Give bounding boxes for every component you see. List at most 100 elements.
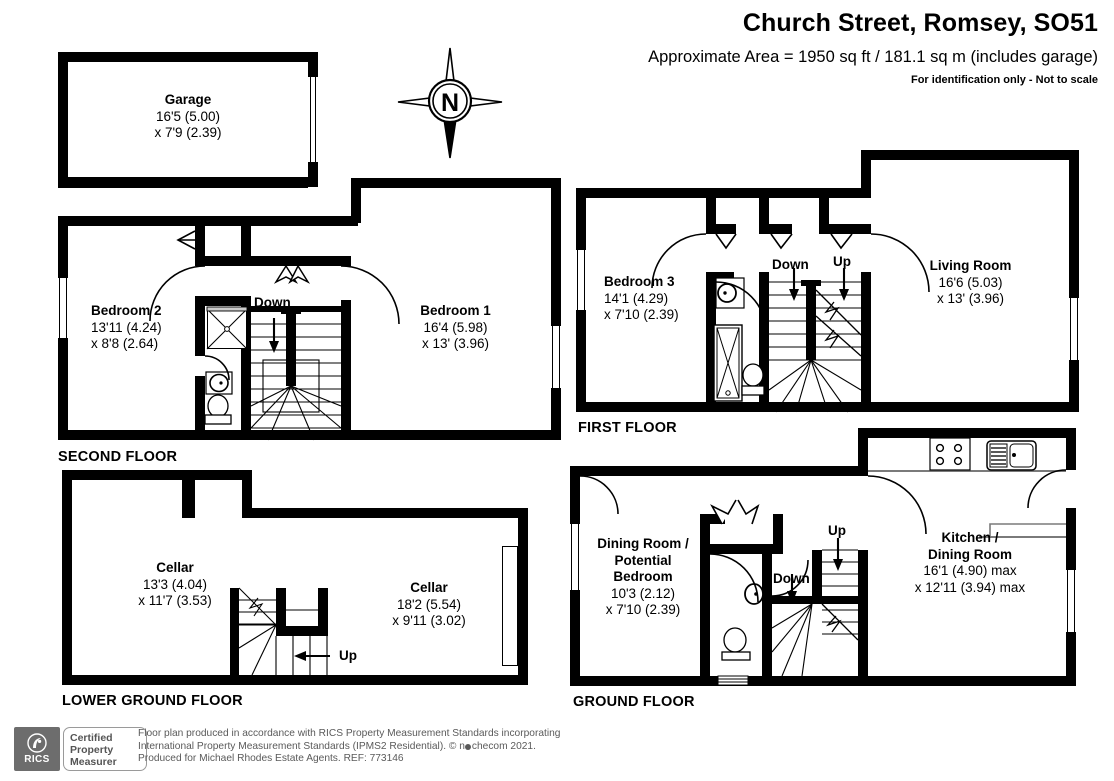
compass-north-label: N [441, 89, 459, 117]
second-floor-label: SECOND FLOOR [58, 449, 178, 465]
gf-stair-spine [812, 550, 822, 602]
sf-wall-top-left-strip [58, 178, 308, 188]
sf-partition-stair-right [341, 310, 351, 430]
room-bedroom-1-dim2: x 13' (3.96) [421, 336, 490, 351]
room-cellar-1-dim2: x 11'7 (3.53) [138, 593, 212, 608]
lgf-wall-top-left [62, 470, 252, 480]
room-cellar-1-dim1: 13'3 (4.04) [142, 576, 208, 592]
ground-floor-down-label: Down [773, 571, 810, 586]
garage-wall-right-lower [308, 162, 318, 187]
room-kitchen-dim1: 16'1 (4.90) max [923, 563, 1017, 578]
rics-logo: RICS [14, 727, 60, 771]
first-floor-up-label: Up [833, 254, 851, 269]
ff-wall-right-b [1069, 360, 1079, 412]
certified-line-3: Measurer [70, 756, 117, 769]
compass-rose: N [396, 46, 504, 160]
room-dining-name2: Potential [614, 552, 672, 568]
gf-window-right [1067, 570, 1075, 632]
first-floor-plan: Down Up Bedroom 3 14'1 (4.29) x 7'10 (2.… [576, 150, 1079, 413]
room-garage: Garage 16'5 (5.00) x 7'9 (2.39) [118, 92, 258, 142]
ff-partition-bath-left [706, 272, 716, 402]
gf-kitchen-counter-line2 [979, 536, 1066, 538]
sf-partition-stair-head [251, 306, 351, 312]
sf-partition-bath-right [241, 296, 251, 430]
garage-wall-left [58, 52, 68, 187]
room-living-dim2: x 13' (3.96) [936, 291, 1005, 306]
ff-partition-bath-right [759, 272, 769, 402]
certified-line-2: Property [70, 744, 114, 757]
gf-window-left [571, 524, 579, 590]
gf-wall-right-c [1066, 632, 1076, 686]
gf-wall-right-a [1066, 428, 1076, 470]
sf-wall-right-b [551, 388, 561, 440]
second-floor-down-label: Down [254, 295, 291, 310]
ff-stair-spine [806, 282, 816, 360]
gf-wall-top-left [570, 466, 868, 476]
rics-emblem-icon [27, 733, 47, 753]
ff-cupboard-row-base-d [852, 224, 871, 234]
sf-wall-upper-left [58, 216, 358, 226]
gf-wall-step-vert [858, 428, 868, 473]
footer-line-3: Produced for Michael Rhodes Estate Agent… [138, 753, 404, 765]
ff-wall-top-left [576, 188, 871, 198]
footer-nichecom: checom 2021. [471, 740, 536, 752]
garage-wall-top [58, 52, 318, 62]
room-bedroom-3-name: Bedroom 3 [604, 274, 675, 289]
room-garage-dim1: 16'5 (5.00) [155, 108, 221, 124]
ff-wall-bottom [576, 402, 1079, 412]
room-bedroom-1-dim1: 16'4 (5.98) [423, 319, 488, 335]
sf-wall-top-right [351, 178, 561, 188]
gf-porch-wall-top [700, 514, 725, 524]
approximate-area: Approximate Area = 1950 sq ft / 181.1 sq… [648, 48, 1098, 66]
ff-cupboard-wall-1 [706, 198, 716, 234]
gf-wall-right-b [1066, 508, 1076, 570]
room-cellar-1-name: Cellar [156, 560, 194, 575]
ground-floor-up-label: Up [828, 523, 846, 538]
lower-ground-up-label: Up [339, 648, 357, 663]
lgf-wall-right-a [518, 508, 528, 546]
ground-floor-plan: Up Down Dining Room / Potential Bedroom … [570, 428, 1076, 686]
room-kitchen: Kitchen / Dining Room 16'1 (4.90) max x … [880, 530, 1060, 596]
sf-partition-landing-bottom [251, 256, 351, 266]
nichecom-dot-icon [465, 743, 472, 750]
room-bedroom-3-dim1: 14'1 (4.29) [604, 290, 669, 306]
room-living: Living Room 16'6 (5.03) x 13' (3.96) [898, 258, 1043, 308]
room-cellar-2-dim1: 18'2 (5.54) [396, 596, 462, 612]
room-cellar-2-name: Cellar [410, 580, 448, 595]
ff-wall-left-b [576, 310, 586, 412]
gf-wall-top-right [858, 428, 1076, 438]
room-bedroom-2-dim1: 13'11 (4.24) [91, 319, 162, 335]
room-dining-name3: Bedroom [613, 569, 673, 584]
sf-wall-step-vert [351, 178, 361, 223]
room-garage-name: Garage [164, 92, 212, 107]
first-floor-label: FIRST FLOOR [578, 420, 677, 436]
sf-wall-left-b [58, 338, 68, 440]
sf-window-left [59, 278, 67, 338]
room-bedroom-2-name: Bedroom 2 [91, 303, 162, 318]
room-dining: Dining Room / Potential Bedroom 10'3 (2.… [588, 536, 698, 619]
room-bedroom-3-dim2: x 7'10 (2.39) [604, 307, 679, 322]
sf-partition-bath-top [195, 296, 251, 306]
lgf-stair-well-left [276, 588, 286, 636]
identification-disclaimer: For identification only - Not to scale [910, 74, 1098, 86]
footer-copyright: © n [448, 740, 465, 752]
page-title: Church Street, Romsey, SO51 [742, 9, 1098, 37]
gf-wall-bottom [570, 676, 1076, 686]
lgf-wall-right-b [518, 546, 528, 685]
footer-line-1: Floor plan produced in accordance with R… [138, 728, 561, 739]
ff-cupboard-wall-2 [759, 198, 769, 234]
second-floor-plan: Down Bedroom 2 13'11 (4.24) x 8'8 (2.64)… [58, 178, 561, 441]
lgf-wall-bottom [62, 675, 528, 685]
sf-wall-left-a [58, 216, 68, 278]
sf-stair-spine [286, 310, 296, 386]
certified-line-1: Certified [70, 732, 113, 744]
lower-ground-floor-label: LOWER GROUND FLOOR [62, 693, 243, 709]
lgf-stair-well-base [276, 626, 328, 636]
ff-cupboard-row-base-b [759, 224, 792, 234]
room-dining-dim2: x 7'10 (2.39) [605, 602, 681, 617]
sf-partition-cupboard-bottom [195, 256, 251, 266]
ff-wall-top-right [861, 150, 1079, 160]
sf-partition-bath-left [195, 296, 205, 356]
ff-cupboard-row-base-a [706, 224, 736, 234]
